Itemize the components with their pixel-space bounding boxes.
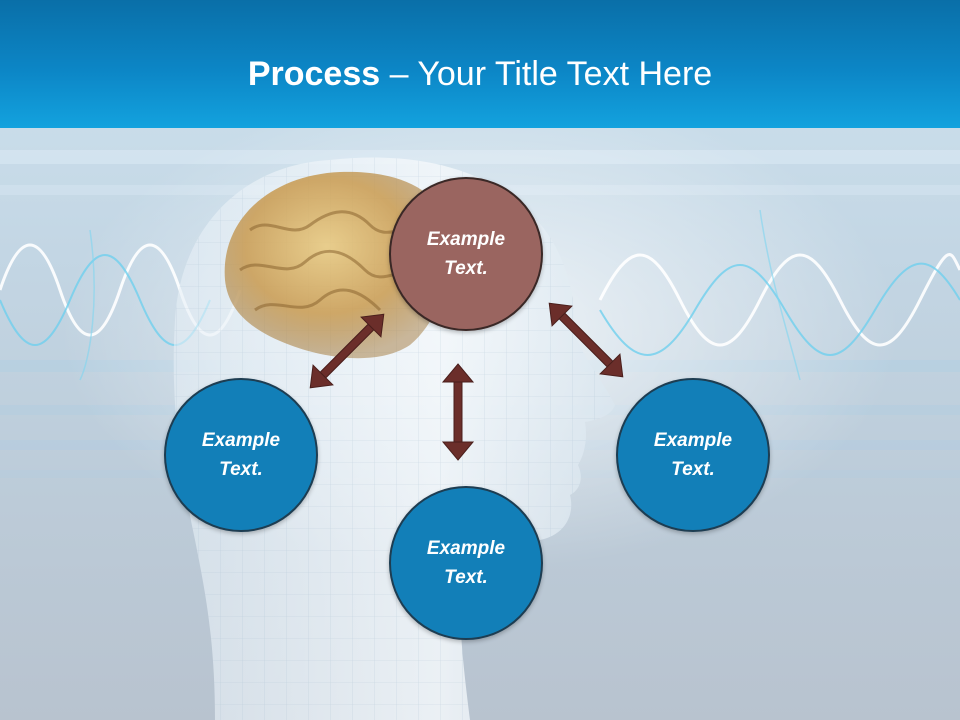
arrow-vertical (441, 363, 475, 461)
arrow-top-right (548, 302, 624, 378)
node-right-line1: Example (653, 430, 733, 451)
node-bottom-line1: Example (426, 538, 506, 559)
title-rest: – Your Title Text Here (380, 55, 713, 93)
title-bar (0, 0, 960, 128)
slide-title: Process – Your Title Text Here (0, 52, 960, 96)
arrow-top-left (309, 313, 385, 389)
node-right-line2: Text. (671, 459, 715, 480)
node-left-line1: Example (201, 430, 281, 451)
title-bold: Process (247, 55, 381, 93)
node-left-line2: Text. (219, 459, 263, 480)
node-top-line2: Text. (444, 258, 488, 279)
node-bottom-line2: Text. (444, 567, 488, 588)
node-top-line1: Example (426, 229, 506, 250)
